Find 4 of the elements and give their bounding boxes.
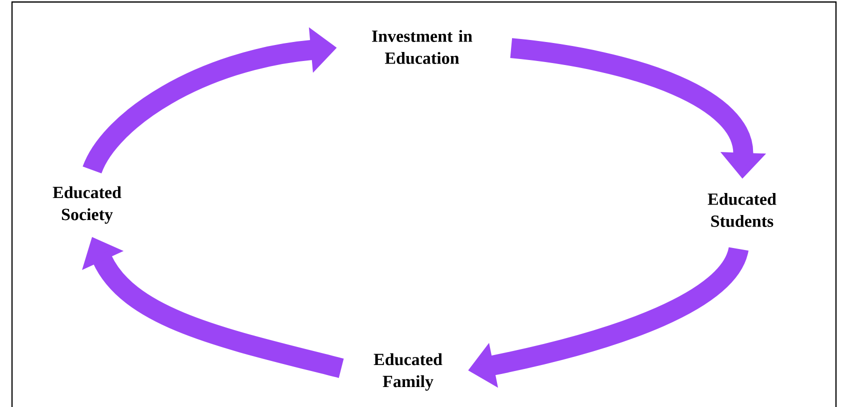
node-label: Educated Family [374,353,442,391]
node-label: Educated Society [52,186,122,224]
node-label: Investment in Education [372,30,472,64]
node-label: Educated Students [708,193,776,227]
